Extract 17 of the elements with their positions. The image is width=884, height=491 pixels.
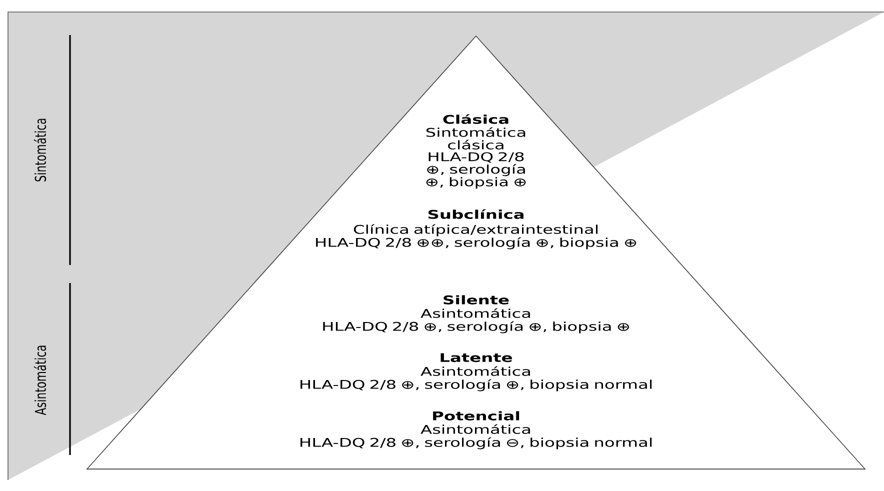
level-description: Asintomática bbox=[420, 308, 530, 318]
level-heading: Potencial bbox=[433, 411, 520, 420]
test-results: HLA-DQ 2/8 ⊕, serología ⊕, biopsia ⊕ bbox=[426, 152, 526, 189]
test-results: HLA-DQ 2/8 ⊕, serología ⊕, biopsia ⊕ bbox=[323, 321, 629, 334]
level-heading: Subclínica bbox=[428, 209, 524, 219]
level-description: Sintomática clásica bbox=[426, 127, 526, 150]
test-results: HLA-DQ 2/8 ⊕⊕, serología ⊕, biopsia ⊕ bbox=[316, 237, 636, 250]
side-label: Asintomática bbox=[34, 346, 46, 416]
level-heading: Silente bbox=[444, 295, 509, 304]
level-description: Asintomática bbox=[420, 366, 530, 376]
side-label: Sintomática bbox=[34, 118, 46, 182]
level-heading: Clásica bbox=[443, 114, 508, 124]
level-description: Asintomática bbox=[420, 424, 530, 434]
level-heading: Latente bbox=[440, 353, 512, 362]
test-results: HLA-DQ 2/8 ⊕, serología ⊕, biopsia normal bbox=[300, 379, 652, 392]
level-description: Clínica atípica/extraintestinal bbox=[354, 224, 598, 236]
test-results: HLA-DQ 2/8 ⊕, serología ⊖, biopsia normal bbox=[300, 437, 652, 450]
